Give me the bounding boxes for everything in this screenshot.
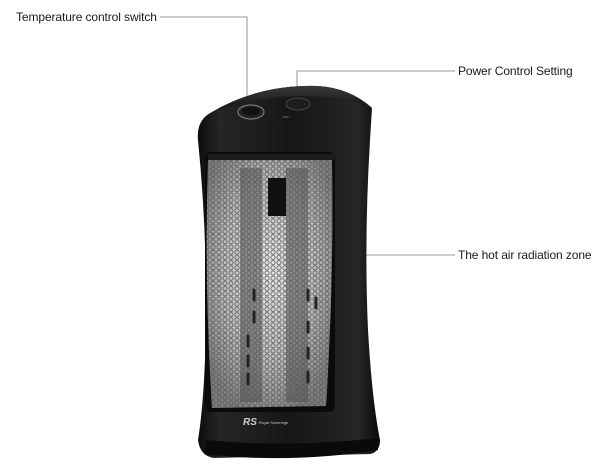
- grille-center-clip: [268, 178, 286, 216]
- temperature-knob-cap: [242, 106, 260, 116]
- heater: OFF ◦: [197, 85, 380, 459]
- brand-mark: RS: [243, 417, 257, 428]
- temperature-leader-line: [160, 16, 248, 103]
- radiation-zone-label: The hot air radiation zone: [458, 248, 592, 262]
- tube-coils: [246, 288, 318, 386]
- grille-mesh: [206, 158, 333, 408]
- grille-top-bar: [208, 154, 334, 160]
- temperature-control-label: Temperature control switch: [16, 10, 157, 24]
- power-control-label: Power Control Setting: [458, 64, 573, 78]
- power-knob-marking: OFF ◦: [283, 115, 291, 119]
- brand-name: Royal Sovereign: [258, 419, 289, 425]
- heater-base: [204, 438, 378, 459]
- heater-top-cap: [212, 85, 372, 112]
- power-knob[interactable]: [285, 97, 311, 111]
- brand-logo: RS Royal Sovereign: [243, 417, 288, 428]
